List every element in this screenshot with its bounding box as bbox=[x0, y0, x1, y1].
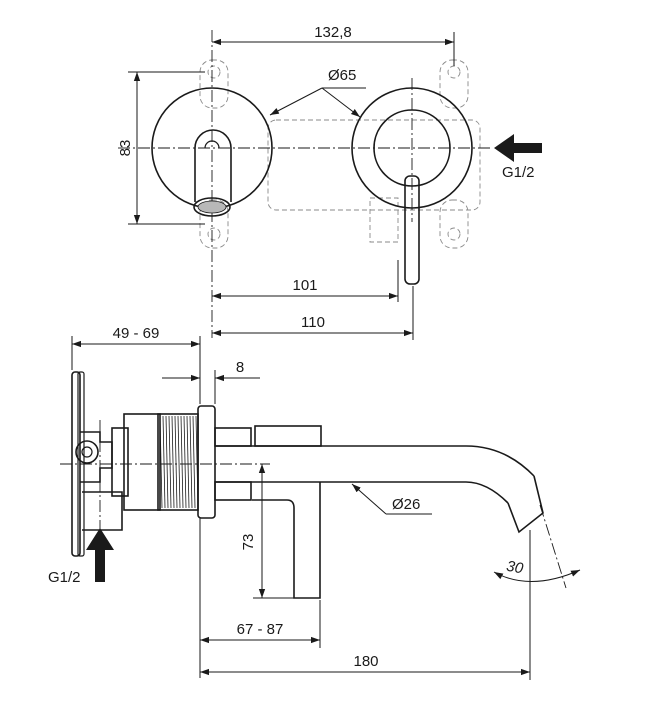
thread-line bbox=[168, 415, 172, 509]
thread-line bbox=[162, 415, 166, 509]
dim-height-83: 83 bbox=[117, 71, 205, 225]
dim-diameter-65: Ø65 bbox=[269, 67, 366, 118]
dim-spout-diameter-label: Ø26 bbox=[392, 496, 420, 513]
thread-line bbox=[165, 415, 169, 509]
thread-line bbox=[186, 415, 190, 509]
thread-line bbox=[183, 415, 187, 509]
thread-line bbox=[159, 415, 163, 509]
dim-plate-label: 8 bbox=[236, 359, 244, 376]
threaded-sleeve bbox=[157, 413, 199, 511]
thread-line bbox=[192, 415, 196, 509]
dim-110-label: 110 bbox=[301, 314, 325, 331]
top-view: 132,8 83 Ø65 101 110 bbox=[117, 24, 542, 340]
top-inlet-label: G1/2 bbox=[502, 164, 535, 181]
dim-angle: 30 bbox=[493, 558, 581, 582]
spout bbox=[214, 425, 544, 534]
dim-spout-length: 180 bbox=[200, 530, 531, 680]
rosette-plate bbox=[197, 405, 216, 519]
dim-projection-range: 67 - 87 bbox=[199, 518, 321, 678]
dim-projection-range-label: 67 - 87 bbox=[237, 621, 284, 638]
lever bbox=[252, 482, 321, 599]
thread-line bbox=[180, 415, 184, 509]
dim-spout-length-label: 180 bbox=[353, 653, 378, 670]
concealed-body-outline bbox=[199, 59, 481, 249]
dim-angle-label: 30 bbox=[505, 558, 525, 578]
dim-width-132-8: 132,8 bbox=[212, 24, 455, 66]
side-inlet-arrow: G1/2 bbox=[48, 528, 114, 586]
thread-line bbox=[189, 415, 193, 509]
side-view: 49 - 69 8 Ø26 73 67 - 87 bbox=[48, 325, 581, 680]
thread-line bbox=[174, 415, 178, 509]
thread-line bbox=[171, 415, 175, 509]
dim-110: 110 bbox=[212, 286, 414, 340]
dim-width-label: 132,8 bbox=[314, 24, 352, 41]
top-inlet-arrow: G1/2 bbox=[494, 134, 542, 181]
dim-wall-range-label: 49 - 69 bbox=[113, 325, 160, 342]
dim-101-label: 101 bbox=[292, 277, 317, 294]
dim-diameter-label: Ø65 bbox=[328, 67, 356, 84]
dim-height-label: 83 bbox=[117, 140, 134, 157]
spout-rosette bbox=[151, 87, 273, 217]
thread-line bbox=[177, 415, 181, 509]
side-inlet-label: G1/2 bbox=[48, 569, 81, 586]
dim-101: 101 bbox=[212, 260, 399, 302]
dim-spout-diameter: Ø26 bbox=[351, 483, 432, 515]
dim-plate-thickness: 8 bbox=[162, 359, 260, 404]
dim-lever-height-label: 73 bbox=[240, 534, 257, 551]
dim-wall-range: 49 - 69 bbox=[71, 325, 201, 404]
dim-lever-height: 73 bbox=[240, 464, 296, 599]
mixer-rosette bbox=[351, 87, 473, 285]
